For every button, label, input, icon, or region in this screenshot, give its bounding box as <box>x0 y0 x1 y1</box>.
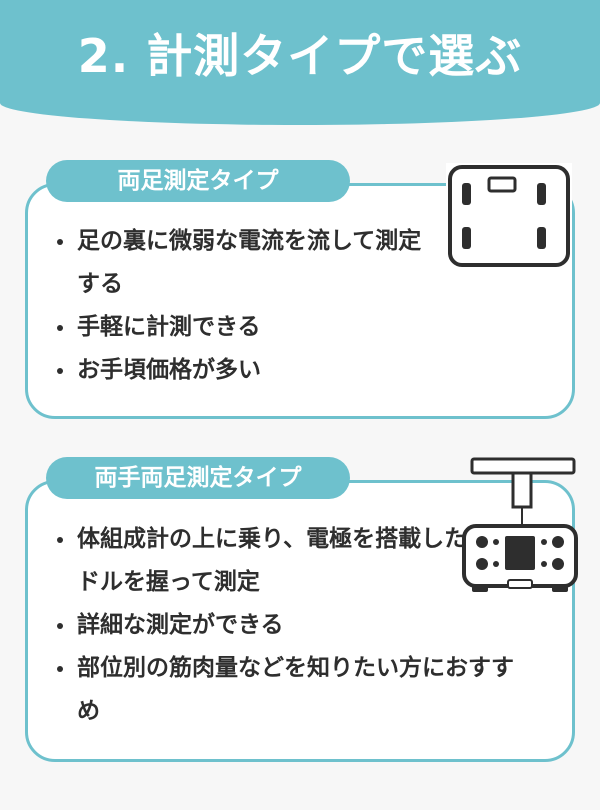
list-item: 部位別の筋肉量などを知りたい方におすすめ <box>52 647 522 733</box>
list-item: 詳細な測定ができる <box>52 604 522 647</box>
feature-list-hand-foot: 体組成計の上に乗り、電極を搭載したハンドルを握って測定 詳細な測定ができる 部位… <box>52 518 522 733</box>
section-label-hand-foot: 両手両足測定タイプ <box>46 457 350 499</box>
foot-scale-icon <box>446 163 572 269</box>
hand-foot-scale-icon <box>462 457 578 592</box>
section-label-foot: 両足測定タイプ <box>46 160 350 202</box>
list-item: お手頃価格が多い <box>52 349 442 392</box>
list-item: 手軽に計測できる <box>52 306 442 349</box>
list-item: 足の裏に微弱な電流を流して測定する <box>52 220 442 306</box>
list-item: 体組成計の上に乗り、電極を搭載したハンドルを握って測定 <box>52 518 522 604</box>
page-title: 2. 計測タイプで選ぶ <box>77 29 523 83</box>
header-banner: 2. 計測タイプで選ぶ <box>0 0 600 125</box>
feature-list-foot: 足の裏に微弱な電流を流して測定する 手軽に計測できる お手頃価格が多い <box>52 220 442 392</box>
